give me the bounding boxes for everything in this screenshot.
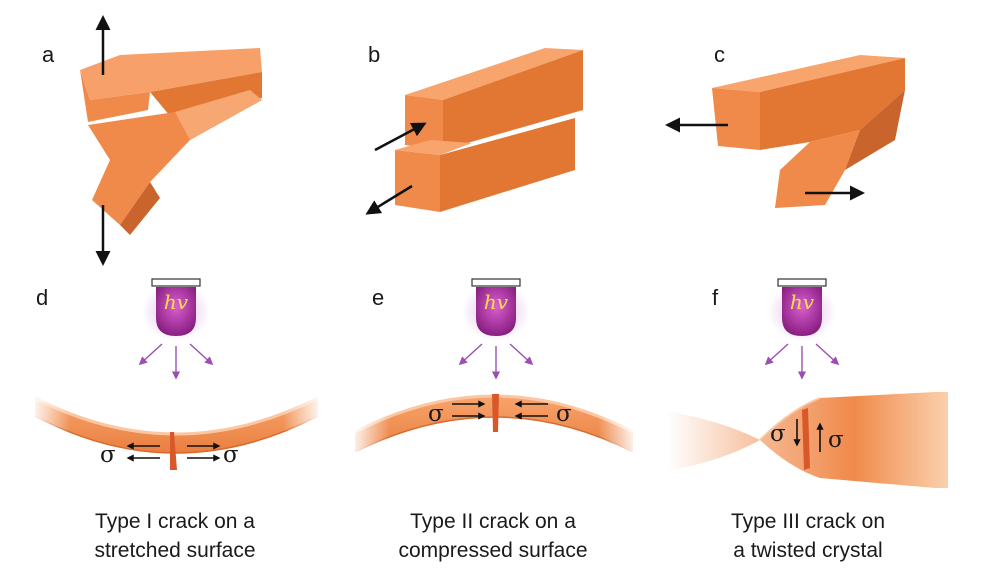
light-ray-f-left — [764, 343, 789, 366]
crystal-e-compressed: σ σ — [350, 380, 638, 470]
caption-f-line1: Type III crack on — [731, 510, 885, 533]
uv-lamp-d: hv — [138, 278, 214, 380]
light-ray-d-right — [189, 343, 214, 366]
crystal-a-mode-i — [80, 15, 262, 266]
crack-f — [802, 408, 810, 470]
panel-label-d: d — [36, 285, 48, 310]
crack-d — [170, 432, 177, 470]
caption-e-line1: Type II crack on a — [410, 510, 576, 533]
panel-label-b: b — [368, 42, 380, 67]
stress-symbol-f-right: σ — [828, 427, 844, 453]
uv-lamp-f: hv — [764, 278, 840, 380]
panel-label-a: a — [42, 42, 55, 67]
crystal-c-mode-iii — [665, 55, 905, 208]
stress-symbol-e-right: σ — [556, 401, 572, 427]
crystal-f-twisted: σ σ — [668, 392, 948, 488]
crack-e — [492, 394, 499, 432]
lamp-label-f: hv — [790, 290, 815, 314]
crystal-b-mode-ii — [365, 48, 583, 215]
caption-f-line2: a twisted crystal — [733, 539, 882, 562]
light-ray-e-left — [458, 343, 483, 366]
panel-label-c: c — [714, 42, 725, 67]
lamp-label-d: hv — [164, 290, 189, 314]
stress-symbol-d-right: σ — [223, 442, 239, 468]
stress-symbol-e-left: σ — [428, 401, 444, 427]
stress-symbol-f-left: σ — [770, 421, 786, 447]
arrow-b-out — [365, 184, 413, 215]
uv-lamp-e: hv — [458, 278, 534, 380]
crystal-d-stretched: σ σ — [30, 390, 323, 500]
panel-label-e: e — [372, 285, 384, 310]
caption-e-line2: compressed surface — [398, 539, 587, 562]
light-ray-d-left — [138, 343, 163, 366]
light-ray-f-right — [815, 343, 840, 366]
caption-d-line1: Type I crack on a — [95, 510, 255, 533]
lamp-label-e: hv — [484, 290, 509, 314]
panel-label-f: f — [712, 285, 719, 310]
caption-d-line2: stretched surface — [94, 539, 255, 562]
arrow-b-in — [374, 122, 427, 152]
light-ray-e-right — [509, 343, 534, 366]
stress-symbol-d-left: σ — [100, 442, 116, 468]
